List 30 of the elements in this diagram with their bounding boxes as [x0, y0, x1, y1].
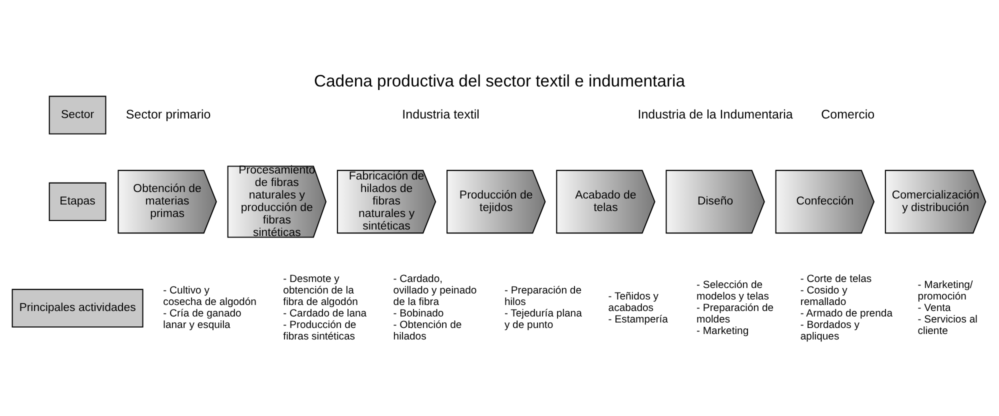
- node-label: - Marketing/ promoción: [918, 280, 973, 302]
- node-text: Industria textil: [402, 107, 480, 122]
- node-text: Industria de la Indumentaria: [638, 107, 793, 122]
- node-label: - Armado de prenda: [800, 308, 892, 320]
- node-label: - Corte de telas: [800, 274, 872, 286]
- label: Sector: [60, 109, 94, 122]
- node-text: Comercio: [821, 107, 875, 122]
- node-label: - Producción de fibras sintéticas: [283, 320, 356, 343]
- node-label: - Teñidos y acabados: [608, 291, 659, 314]
- node-label: - Cultivo y cosecha de algodón: [163, 286, 256, 308]
- label: Etapas: [60, 196, 96, 208]
- node-label: - Selección de modelos y telas: [696, 280, 769, 302]
- node-label: - Estampería: [608, 314, 668, 326]
- node-label: - Cardado, ovillado y peinado de la fibra: [393, 274, 477, 308]
- node-label: - Tejeduría plana y de punto: [504, 308, 582, 332]
- diagram-title: Cadena productiva del sector textil e indumentaria: [314, 72, 686, 91]
- node-label: - Cardado de lana: [283, 308, 367, 320]
- node-label: - Bordados y apliques: [800, 320, 860, 343]
- node-label: - Bobinado: [393, 308, 444, 320]
- node-label: - Obtención de hilados: [393, 320, 462, 343]
- node-label: - Venta: [918, 302, 951, 314]
- node-label: - Servicios al cliente: [918, 314, 978, 337]
- label: Principales actividades: [19, 302, 136, 314]
- node-label: - Preparación de hilos: [504, 286, 582, 308]
- node-text: Sector primario: [126, 107, 211, 122]
- node-label: - Cría de ganado lanar y esquila: [163, 308, 242, 332]
- node-label: - Preparación de moldes: [696, 302, 774, 326]
- node-label: - Cosido y remallado: [800, 286, 848, 308]
- node-label: - Marketing: [696, 326, 749, 337]
- node-label: - Desmote y obtención de la fibra de algodón: [283, 274, 358, 308]
